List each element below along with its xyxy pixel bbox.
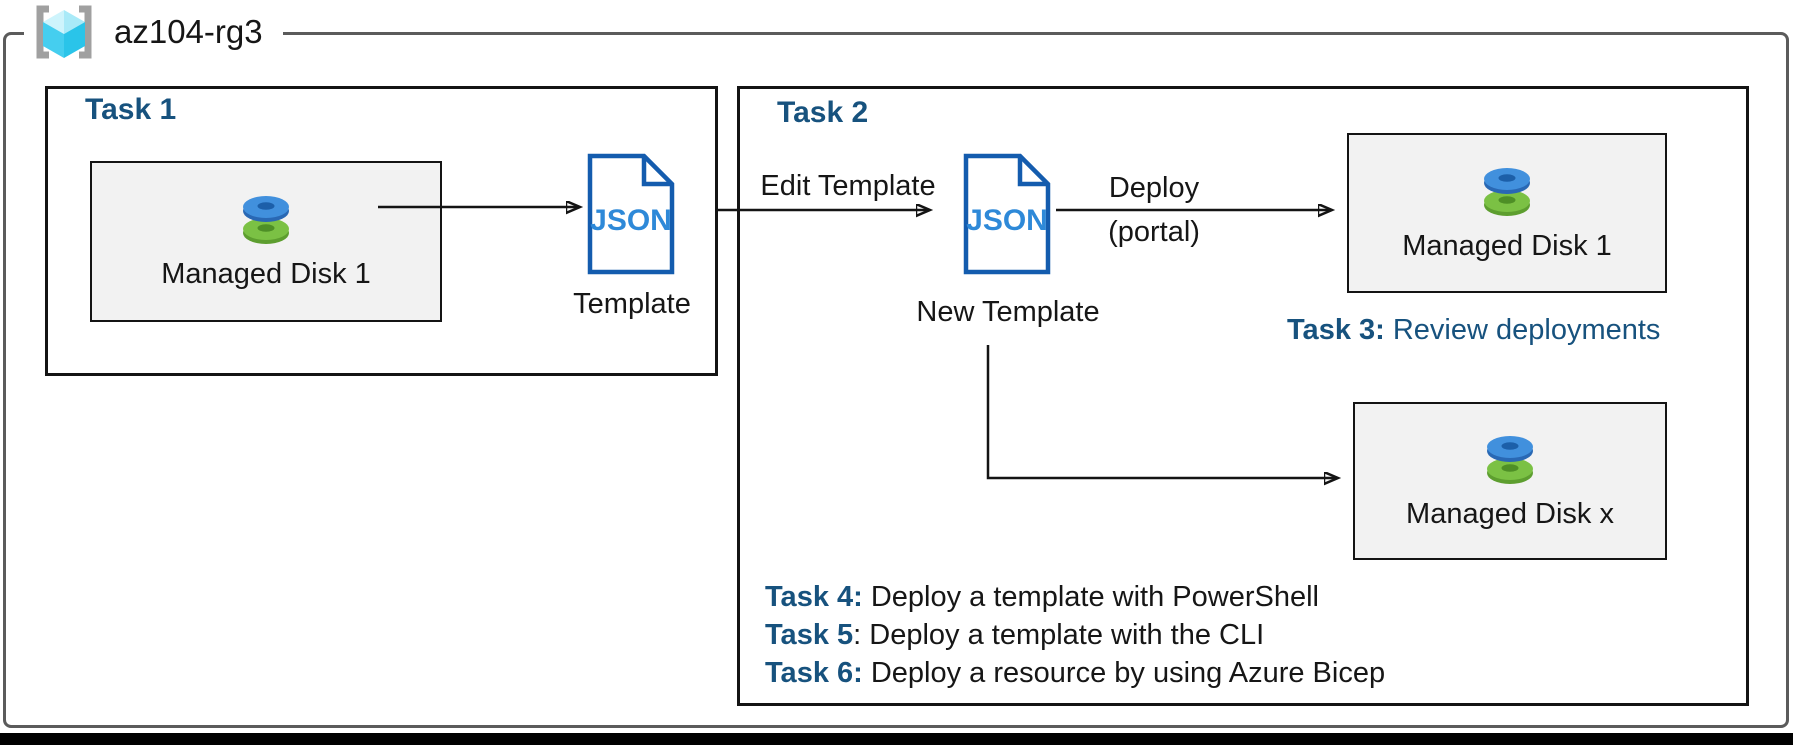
task3-label: Task 3:	[1287, 314, 1385, 346]
task5-text: : Deploy a template with the CLI	[853, 619, 1265, 651]
task5-label: Task 5	[765, 619, 854, 651]
template-caption: Template	[573, 288, 691, 320]
new-template-caption: New Template	[916, 296, 1100, 328]
json-icon-text: JSON	[590, 204, 672, 237]
managed-disk-icon	[1487, 435, 1533, 484]
managed-disk-1-box-task1: Managed Disk 1	[90, 161, 442, 322]
managed-disk-1-box-task2: Managed Disk 1	[1347, 133, 1667, 293]
json-file-icon: JSON	[587, 153, 675, 275]
task3-text: Review deployments	[1384, 314, 1661, 346]
edit-template-label: Edit Template	[760, 170, 936, 202]
managed-disk-icon	[1484, 167, 1530, 216]
managed-disk-icon	[243, 196, 289, 244]
managed-disk-1-label: Managed Disk 1	[161, 258, 371, 290]
task3-line: Task 3: Review deployments	[1287, 314, 1660, 347]
bottom-bar	[0, 733, 1793, 745]
task4-text: Deploy a template with PowerShell	[862, 581, 1319, 613]
json-icon-text: JSON	[966, 204, 1048, 237]
managed-disk-1-label: Managed Disk 1	[1402, 229, 1612, 262]
task5-line: Task 5: Deploy a template with the CLI	[765, 616, 1385, 654]
resource-group-border	[3, 32, 1789, 728]
deploy-portal-label: (portal)	[1108, 216, 1200, 248]
task1-title: Task 1	[85, 93, 177, 126]
task6-label: Task 6:	[765, 657, 863, 689]
task6-line: Task 6: Deploy a resource by using Azure…	[765, 654, 1385, 692]
json-file-icon: JSON	[963, 153, 1051, 275]
resource-group-name: az104-rg3	[114, 13, 263, 50]
task4-label: Task 4:	[765, 581, 863, 613]
task2-title: Task 2	[777, 96, 869, 129]
resource-group-header: az104-rg3	[24, 1, 283, 63]
task4-line: Task 4: Deploy a template with PowerShel…	[765, 578, 1385, 616]
task6-text: Deploy a resource by using Azure Bicep	[862, 657, 1386, 689]
deploy-label: Deploy	[1108, 172, 1200, 204]
task-list: Task 4: Deploy a template with PowerShel…	[765, 578, 1385, 692]
azure-resource-group-icon	[36, 5, 92, 59]
managed-disk-x-label: Managed Disk x	[1406, 497, 1614, 530]
managed-disk-x-box: Managed Disk x	[1353, 402, 1667, 560]
